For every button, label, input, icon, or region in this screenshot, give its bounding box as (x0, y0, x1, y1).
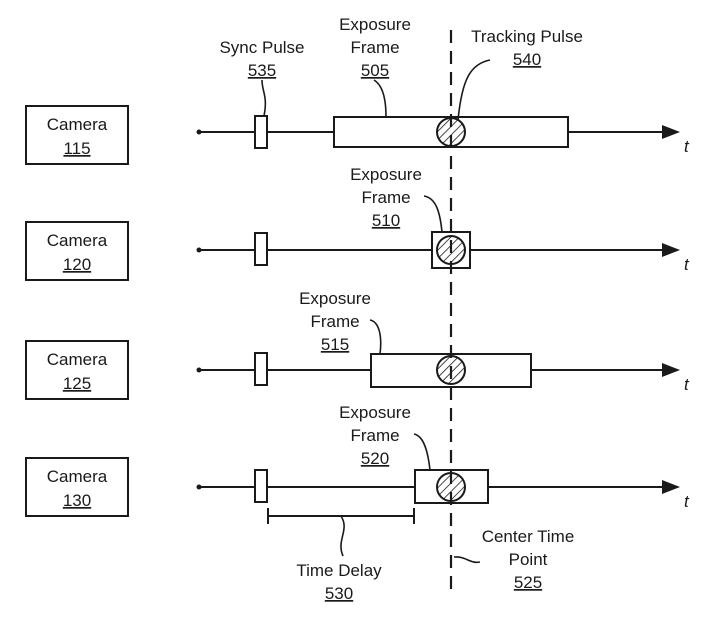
leader-line-530 (340, 515, 345, 557)
tracking-pulse-icon (436, 472, 466, 502)
leader-line-505 (373, 79, 387, 118)
arrowhead-icon (662, 243, 680, 257)
sync-pulse-marker (254, 469, 268, 503)
leader-line-510 (423, 195, 443, 233)
svg-text:525: 525 (514, 573, 542, 592)
svg-text:515: 515 (321, 335, 349, 354)
svg-text:Exposure: Exposure (339, 15, 411, 34)
exposure-frame-515-label: Exposure Frame 515 (299, 289, 371, 354)
svg-text:Exposure: Exposure (350, 165, 422, 184)
sync-pulse-label: Sync Pulse 535 (219, 38, 304, 80)
leader-line-sync (261, 79, 267, 117)
camera-label: Camera (47, 115, 108, 134)
sync-pulse-marker (254, 115, 268, 149)
svg-text:Frame: Frame (350, 426, 399, 445)
svg-text:505: 505 (361, 61, 389, 80)
time-axis-label: t (684, 492, 690, 511)
svg-text:Frame: Frame (361, 188, 410, 207)
camera-ref: 115 (63, 139, 90, 158)
svg-text:Frame: Frame (350, 38, 399, 57)
exposure-frame-510-label: Exposure Frame 510 (350, 165, 422, 230)
tracking-pulse-icon (436, 117, 466, 147)
sync-pulse-marker (254, 232, 268, 266)
camera-label: Camera (47, 231, 108, 250)
svg-text:Sync Pulse: Sync Pulse (219, 38, 304, 57)
camera-label: Camera (47, 467, 108, 486)
arrowhead-icon (662, 363, 680, 377)
sync-pulse-marker (254, 352, 268, 386)
arrowhead-icon (662, 125, 680, 139)
tracking-pulse-icon (436, 235, 466, 265)
leader-line-540 (457, 59, 491, 121)
center-time-point-label: Center Time Point 525 (482, 527, 575, 592)
camera-box-115: Camera 115 (25, 105, 129, 165)
time-delay-label: Time Delay 530 (296, 561, 382, 603)
svg-text:Exposure: Exposure (339, 403, 411, 422)
svg-text:520: 520 (361, 449, 389, 468)
svg-text:535: 535 (248, 61, 276, 80)
svg-text:Time Delay: Time Delay (296, 561, 382, 580)
arrowhead-icon (662, 480, 680, 494)
svg-text:Center Time: Center Time (482, 527, 575, 546)
tracking-pulse-label: Tracking Pulse 540 (471, 27, 583, 69)
camera-ref: 130 (63, 491, 91, 510)
leader-line-525 (453, 556, 481, 564)
camera-box-120: Camera 120 (25, 221, 129, 281)
camera-ref: 125 (63, 374, 91, 393)
camera-box-130: Camera 130 (25, 457, 129, 517)
svg-text:Exposure: Exposure (299, 289, 371, 308)
svg-text:510: 510 (372, 211, 400, 230)
camera-ref: 120 (63, 255, 91, 274)
svg-text:Frame: Frame (310, 312, 359, 331)
svg-text:Point: Point (509, 550, 548, 569)
svg-text:Tracking Pulse: Tracking Pulse (471, 27, 583, 46)
time-axis-label: t (684, 137, 690, 156)
time-axis-label: t (684, 255, 690, 274)
exposure-frame-505-label: Exposure Frame 505 (339, 15, 411, 80)
svg-text:540: 540 (513, 50, 541, 69)
leader-line-520 (413, 433, 431, 471)
exposure-frame-520-label: Exposure Frame 520 (339, 403, 411, 468)
svg-text:530: 530 (325, 584, 353, 603)
leader-line-515 (369, 319, 382, 355)
time-axis-label: t (684, 375, 690, 394)
camera-label: Camera (47, 350, 108, 369)
camera-box-125: Camera 125 (25, 340, 129, 400)
tracking-pulse-icon (436, 355, 466, 385)
